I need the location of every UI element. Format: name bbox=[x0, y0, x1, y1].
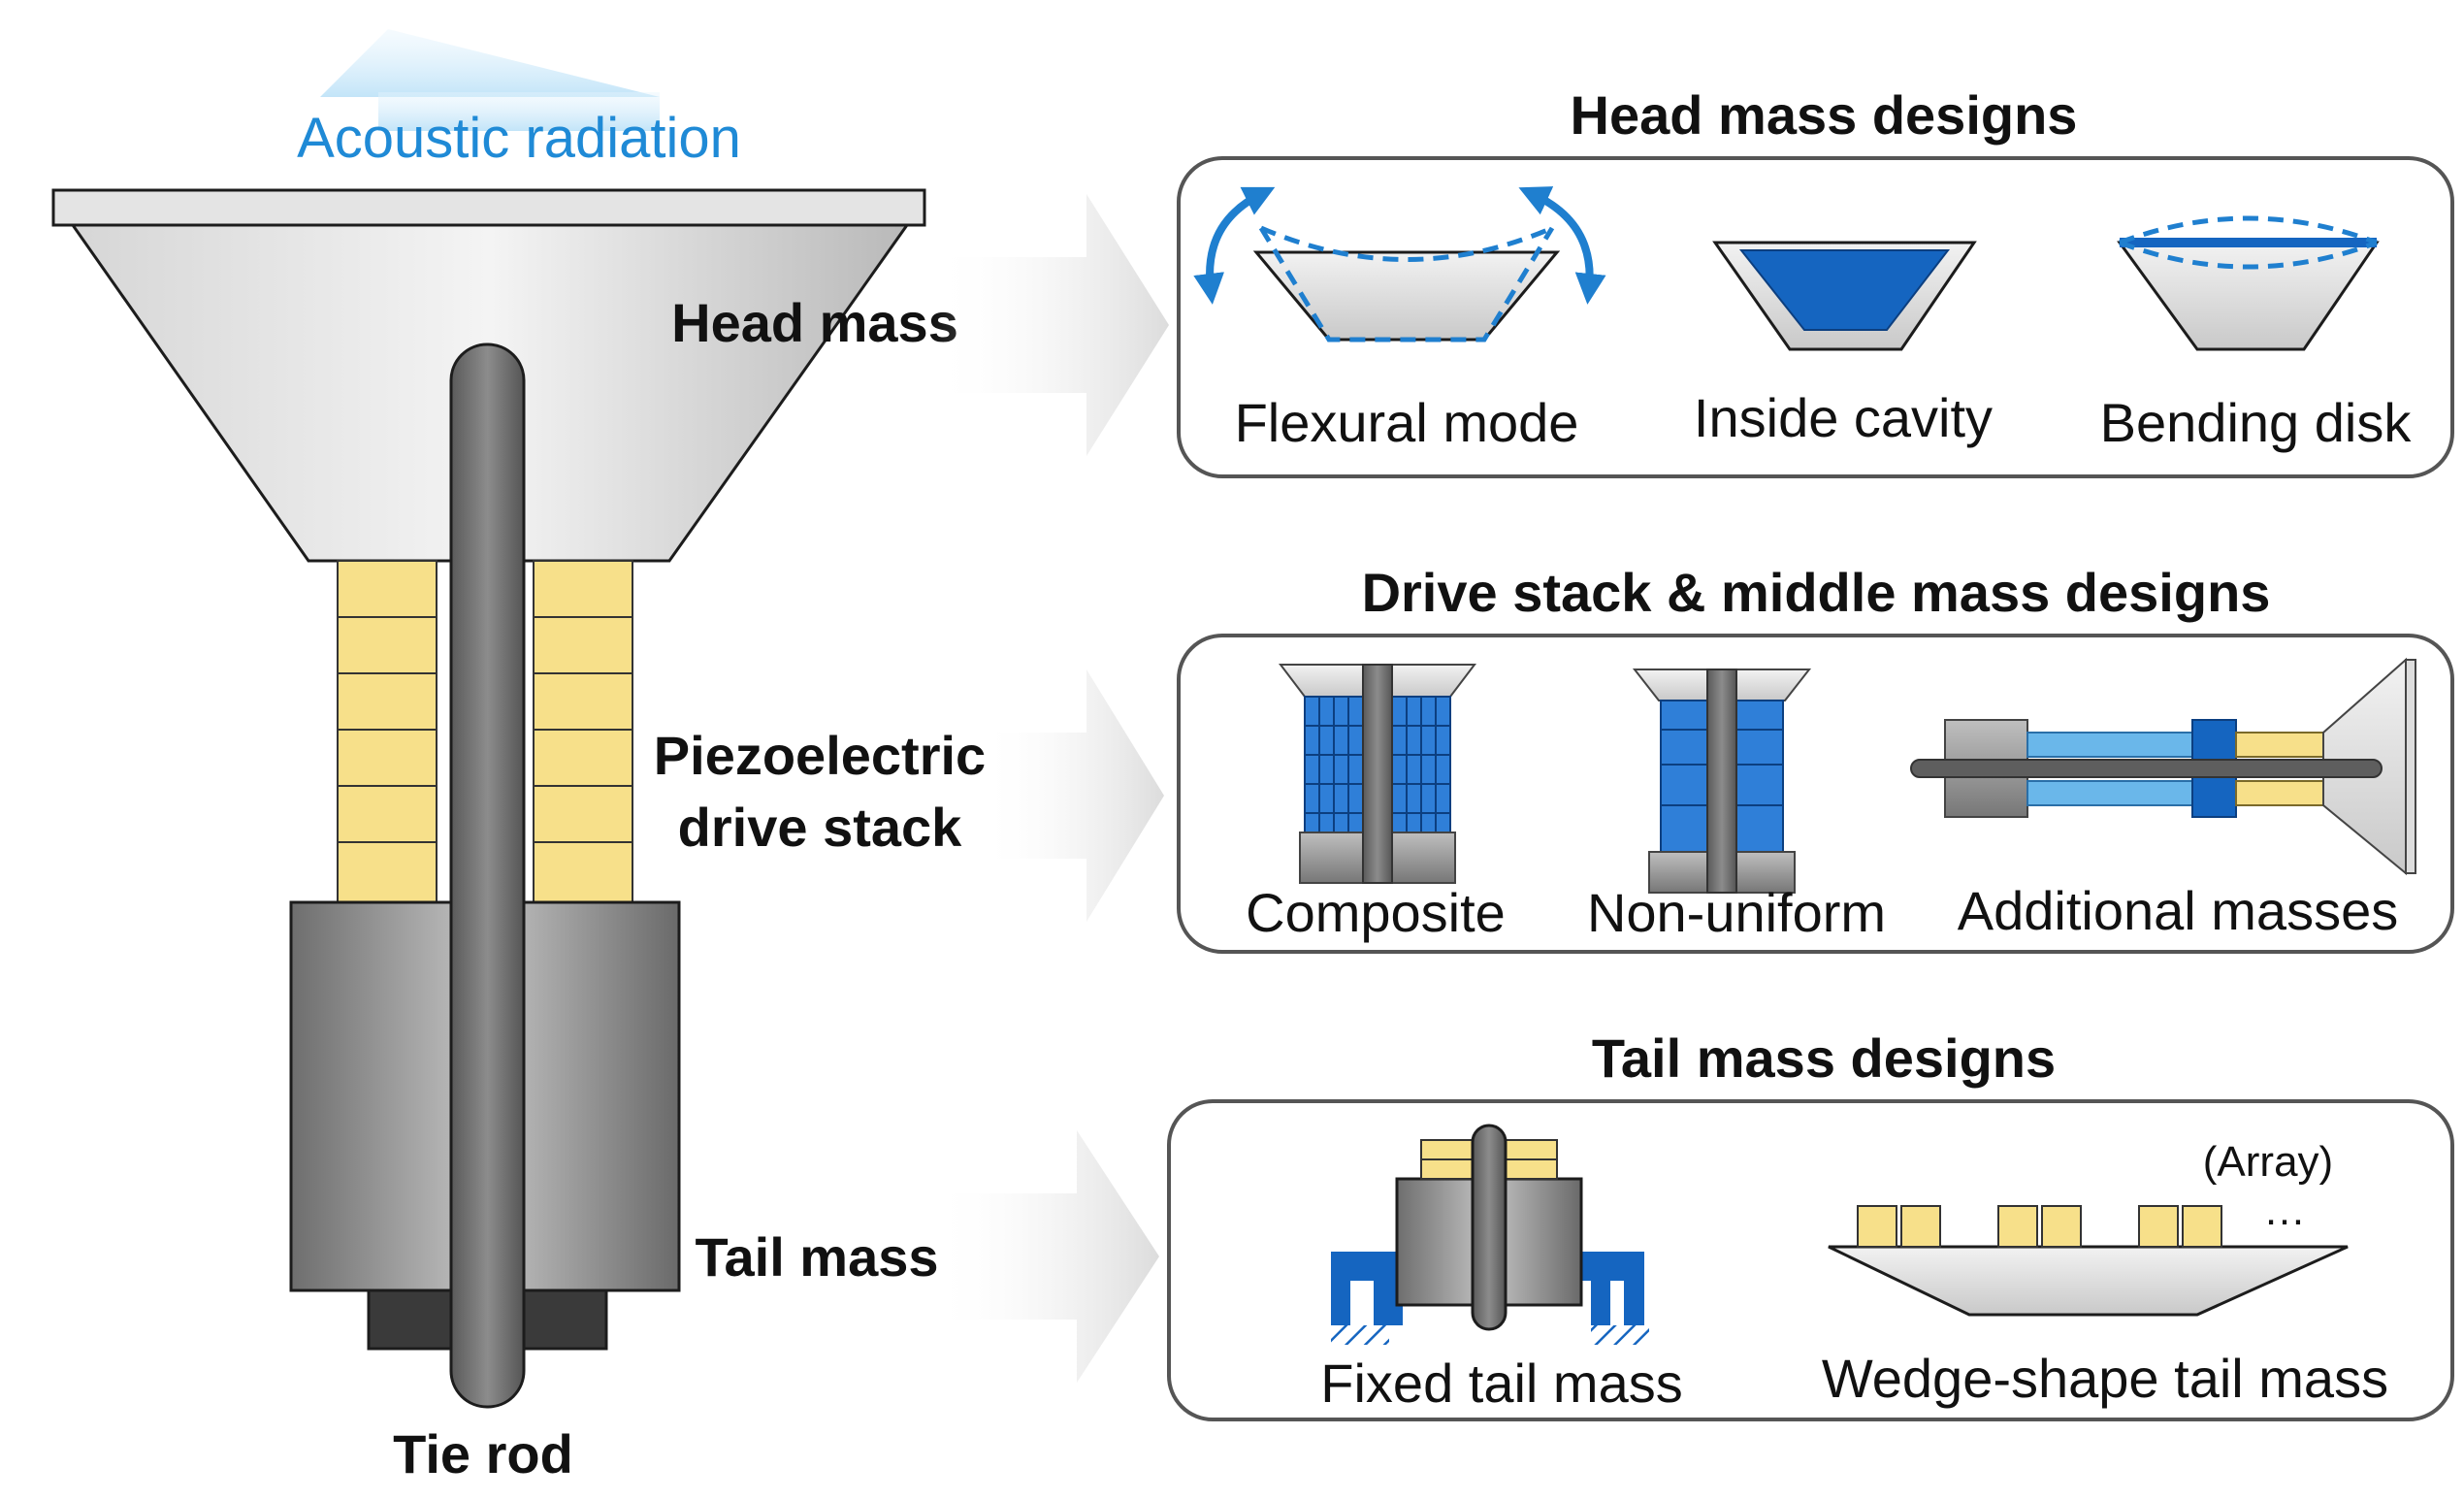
drive-panel-title: Drive stack & middle mass designs bbox=[1362, 562, 2271, 623]
additional-masses-label: Additional masses bbox=[1958, 880, 2398, 941]
inside-cavity-label: Inside cavity bbox=[1694, 387, 1993, 448]
non-uniform-label: Non-uniform bbox=[1587, 882, 1886, 943]
arrow-to-drive-panel bbox=[980, 669, 1164, 922]
array-ellipsis: … bbox=[2263, 1187, 2306, 1234]
tie-rod bbox=[449, 342, 526, 1409]
acoustic-radiation-arrow bbox=[320, 29, 660, 131]
wedge-tail-mass-illustration bbox=[1828, 1205, 2349, 1317]
head-panel-title: Head mass designs bbox=[1571, 84, 2078, 146]
acoustic-radiation-label: Acoustic radiation bbox=[297, 107, 741, 170]
tie-rod-label: Tie rod bbox=[393, 1423, 573, 1484]
piezo-stack-right bbox=[533, 560, 633, 903]
inside-cavity-illustration bbox=[1712, 241, 1977, 351]
fixed-tail-mass-illustration bbox=[1331, 1124, 1649, 1345]
composite-illustration bbox=[1278, 664, 1477, 884]
piezo-label-line1: Piezoelectric bbox=[654, 725, 986, 786]
wedge-tail-mass-label: Wedge-shape tail mass bbox=[1822, 1348, 2388, 1409]
bending-disk-label: Bending disk bbox=[2100, 392, 2413, 453]
additional-masses-illustration bbox=[1910, 657, 2416, 876]
array-label: (Array) bbox=[2203, 1138, 2333, 1186]
head-mass-label: Head mass bbox=[671, 292, 958, 353]
composite-label: Composite bbox=[1246, 882, 1506, 943]
arrow-to-head-panel bbox=[931, 194, 1169, 456]
piezo-label-line2: drive stack bbox=[678, 797, 962, 858]
bending-disk-illustration bbox=[2117, 215, 2380, 351]
non-uniform-illustration bbox=[1632, 668, 1812, 894]
tail-mass-label: Tail mass bbox=[695, 1226, 938, 1288]
arrow-to-tail-panel bbox=[931, 1130, 1159, 1383]
piezo-stack-left bbox=[337, 560, 438, 903]
flexural-mode-label: Flexural mode bbox=[1235, 392, 1579, 453]
fixed-tail-mass-label: Fixed tail mass bbox=[1320, 1353, 1682, 1414]
flexural-mode-illustration bbox=[1193, 186, 1606, 342]
tail-panel-title: Tail mass designs bbox=[1592, 1027, 2056, 1089]
drive-panel bbox=[1177, 634, 2454, 954]
